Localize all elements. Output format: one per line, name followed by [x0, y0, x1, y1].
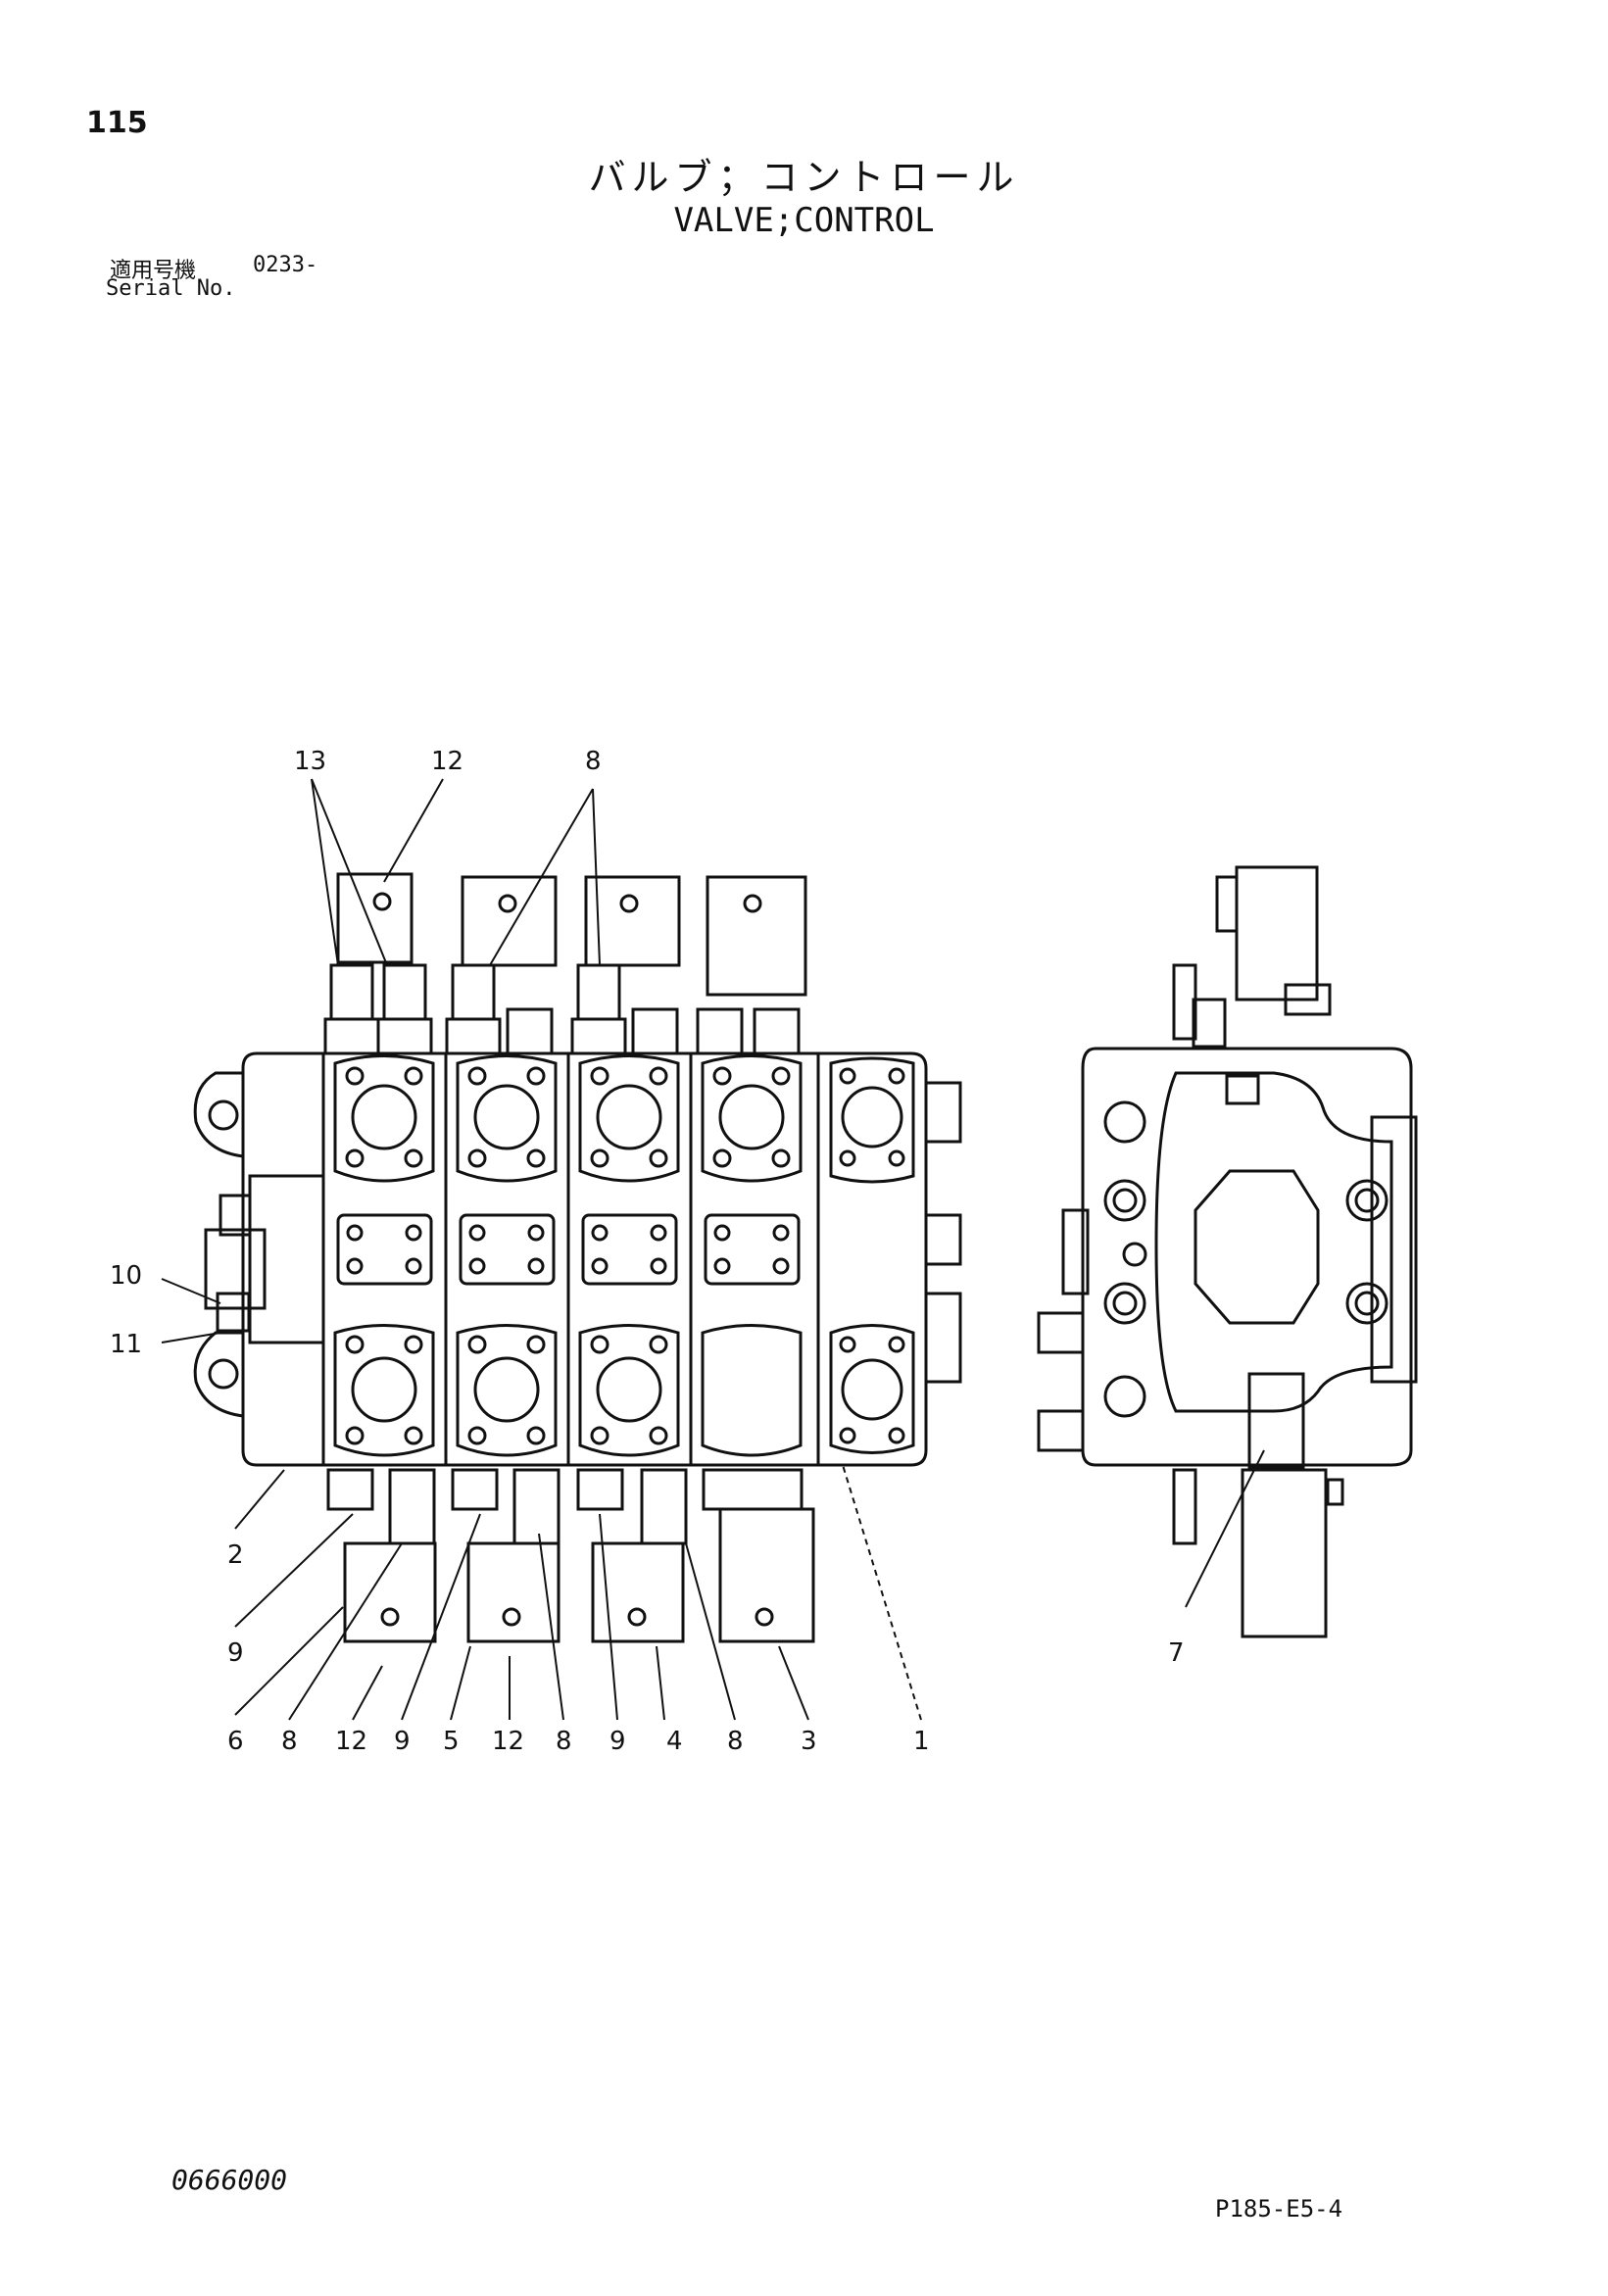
- callout-bottom: 6: [227, 1727, 244, 1756]
- document-code: 0666000: [171, 2164, 288, 2196]
- front-view: [193, 872, 962, 1643]
- callout-7: 7: [1168, 1638, 1185, 1668]
- page-number: 115: [86, 106, 148, 140]
- callout-bottom: 12: [335, 1727, 367, 1756]
- title-english: VALVE;CONTROL: [673, 201, 935, 240]
- callout-bottom: 3: [801, 1727, 817, 1756]
- serial-label-japanese: 適用号機: [110, 259, 197, 283]
- callout-bottom: 4: [666, 1727, 683, 1756]
- spool-section-2: [456, 1054, 558, 1457]
- callout-numbers: 13 12 8 10 11 2 9 6 8 12 9 5 12 8 9 4 8 …: [110, 747, 1185, 1756]
- callout-bottom: 8: [727, 1727, 744, 1756]
- spool-section-3: [578, 1054, 680, 1457]
- side-view: [1037, 865, 1418, 1638]
- callout-bottom: 12: [492, 1727, 524, 1756]
- callout-8: 8: [585, 747, 602, 776]
- callout-9: 9: [227, 1638, 244, 1668]
- callout-bottom: 1: [913, 1727, 930, 1756]
- callout-bottom: 9: [394, 1727, 411, 1756]
- page-reference: P185-E5-4: [1215, 2195, 1343, 2223]
- callout-10: 10: [110, 1261, 142, 1291]
- serial-label-english: Serial No.: [106, 276, 236, 301]
- callout-13: 13: [294, 747, 326, 776]
- leader-lines: [161, 778, 1265, 1721]
- inlet-section: [829, 1056, 915, 1454]
- callout-bottom: 9: [609, 1727, 626, 1756]
- spool-section-4: [701, 1054, 803, 1457]
- spool-section-1: [333, 1054, 435, 1457]
- callout-bottom: 8: [556, 1727, 572, 1756]
- serial-range: 0233-: [253, 253, 318, 277]
- callout-bottom: 5: [443, 1727, 460, 1756]
- callout-bottom: 8: [281, 1727, 298, 1756]
- title-japanese: バルブ；コントロール: [588, 156, 1020, 199]
- callout-11: 11: [110, 1330, 142, 1359]
- callout-2: 2: [227, 1540, 244, 1570]
- callout-12: 12: [431, 747, 463, 776]
